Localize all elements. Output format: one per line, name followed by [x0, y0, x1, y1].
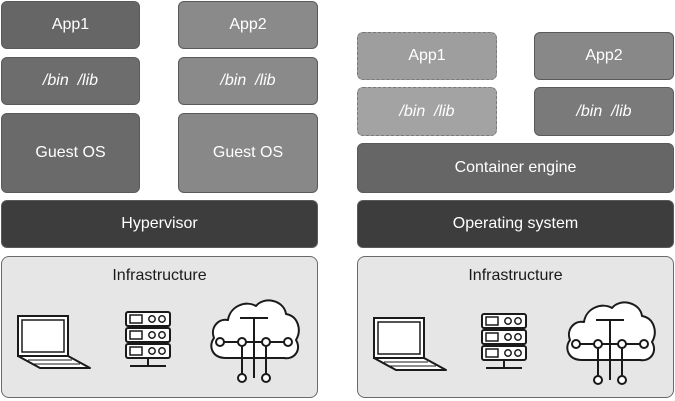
- server-rack-icon: [125, 311, 171, 367]
- vm-guest-os1-box: Guest OS: [1, 113, 140, 193]
- vm-app2-label: App2: [229, 16, 267, 33]
- vm-guest-os2-label: Guest OS: [212, 144, 284, 161]
- vm-bin1-label: /bin /lib: [42, 72, 99, 89]
- vm-app1-label: App1: [51, 16, 90, 33]
- vm-bin2-label: /bin /lib: [220, 72, 276, 89]
- operating-system-label: Operating system: [452, 215, 579, 232]
- hypervisor-box: Hypervisor: [1, 200, 318, 248]
- container-app2-label: App2: [585, 47, 623, 64]
- vm-bin1-box: /bin /lib: [1, 57, 140, 105]
- container-engine-label: Container engine: [454, 159, 577, 176]
- container-app2-box: App2: [534, 32, 674, 80]
- vm-guest-os2-box: Guest OS: [178, 113, 318, 193]
- container-engine-box: Container engine: [357, 143, 674, 193]
- operating-system-box: Operating system: [357, 200, 674, 248]
- vm-app2-box: App2: [178, 1, 318, 49]
- hypervisor-label: Hypervisor: [121, 215, 198, 232]
- container-bin2-box: /bin /lib: [534, 87, 674, 136]
- container-bin1-label: /bin /lib: [399, 102, 455, 120]
- container-bin2-label: /bin /lib: [576, 102, 632, 120]
- cloud-network-icon: [210, 299, 300, 383]
- laptop-icon: [373, 317, 447, 371]
- cloud-network-icon: [566, 301, 656, 385]
- vm-guest-os1-label: Guest OS: [35, 144, 106, 161]
- vm-app1-box: App1: [1, 1, 140, 49]
- container-infrastructure-label: Infrastructure: [468, 267, 563, 284]
- container-app1-label: App1: [408, 47, 446, 64]
- vm-infrastructure-label: Infrastructure: [112, 267, 207, 284]
- container-bin1-box: /bin /lib: [357, 87, 497, 136]
- container-app1-box: App1: [357, 32, 497, 80]
- vm-bin2-box: /bin /lib: [178, 57, 318, 105]
- server-rack-icon: [481, 313, 527, 369]
- laptop-icon: [17, 315, 91, 369]
